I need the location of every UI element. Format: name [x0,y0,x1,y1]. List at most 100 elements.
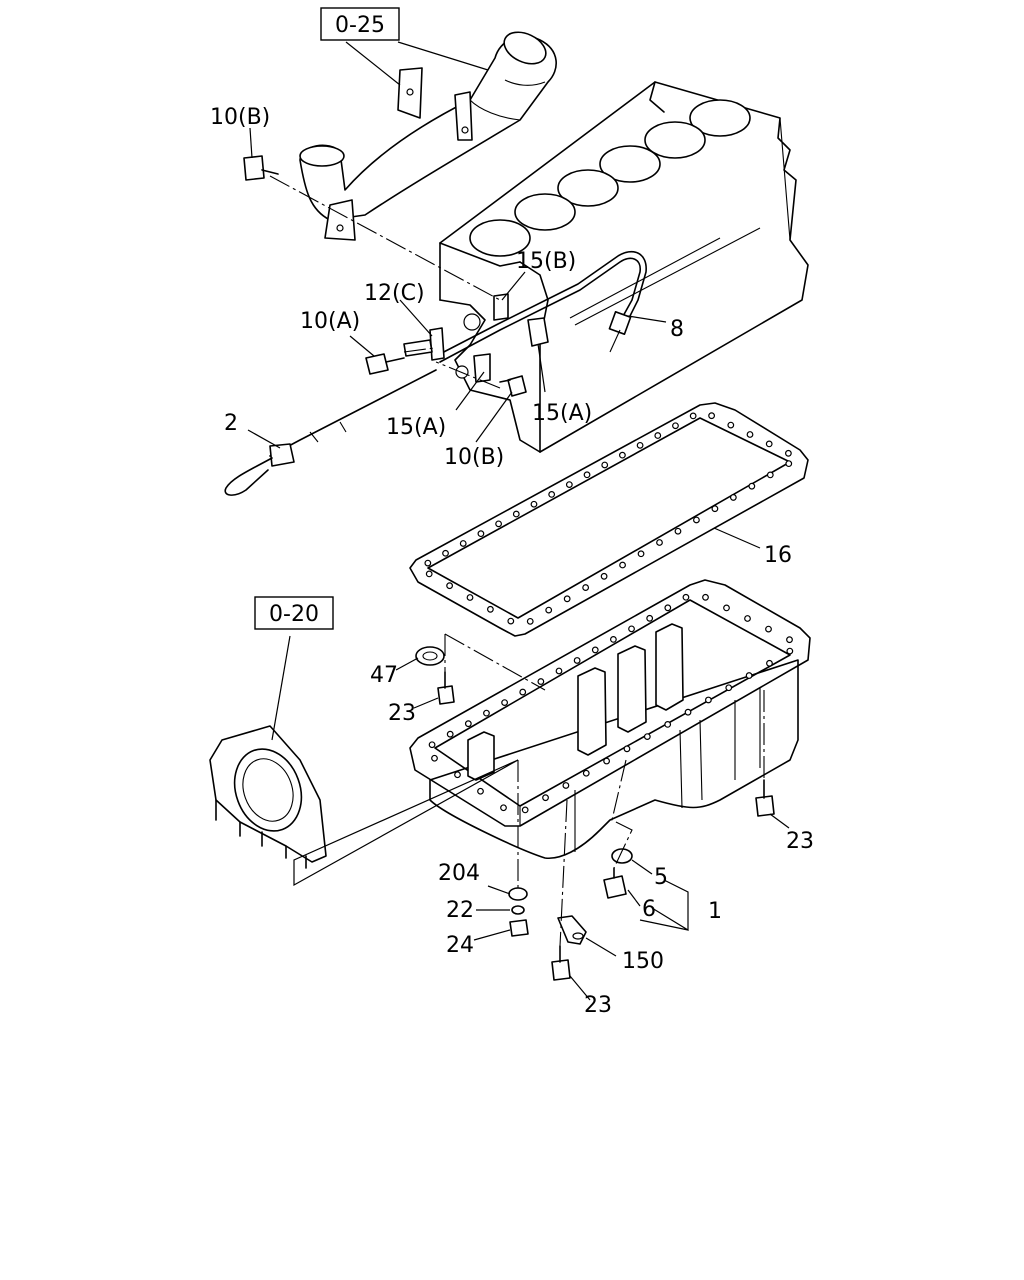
bolt-hole [674,527,682,535]
bolt-hole [501,699,509,706]
bolt-hole [530,500,538,508]
label-10a: 10(A) [300,309,360,334]
bolt-hole [563,595,571,603]
ref-0-25: 0-25 [335,13,385,38]
dipstick [224,369,437,496]
bolt-hole [682,593,690,601]
bolt-hole [545,606,553,614]
bolt-hole [487,605,494,613]
tube-clips [403,293,549,383]
bolt-hole [591,646,599,654]
label-23-right: 23 [786,829,814,854]
bolt-hole [725,684,733,692]
label-204: 204 [438,861,480,886]
bolt-hole [619,561,626,569]
bolt-hole [744,615,751,622]
leader-lines [247,41,790,1001]
bolt-hole [565,481,573,488]
bolt-hole [766,471,774,479]
bolt-hole [442,549,449,557]
bolt-hole [704,696,712,704]
bolt-hole [646,614,654,622]
bolt-hole [727,421,735,429]
bolt-hole [512,510,520,518]
bolt-hole [500,804,507,812]
label-15b: 15(B) [516,249,576,274]
label-23-left: 23 [388,701,416,726]
bolt-hole [582,584,590,591]
bolt-hole [459,540,467,547]
bolt-hole [583,471,591,479]
bolt-hole [689,412,697,420]
bolt-hole [521,806,529,814]
bolt-hole [600,572,608,580]
bolt-hole [483,709,490,717]
bolt-hole [786,647,794,655]
bolt-hole [723,604,730,612]
bolt-hole [542,794,549,802]
bolt-hole [785,460,793,468]
dipstick-tube [435,251,647,363]
bolt-hole [477,530,485,538]
bolt-hole [628,625,635,633]
bolt-hole [537,678,545,685]
bolt-hole [582,769,590,777]
bolt-hole [428,741,436,749]
bolt-hole [748,482,756,490]
bolt-hole [555,667,563,675]
bolt-hole [466,594,474,601]
bolt-hole [446,730,454,738]
bolt-hole [656,539,663,546]
bolt-hole [495,520,502,528]
label-15a-right: 15(A) [532,401,592,426]
label-23-bottom: 23 [584,993,612,1018]
oil-pan-gasket [409,402,809,637]
bolts-10 [243,155,527,397]
label-6: 6 [642,897,656,922]
oil-pan [409,579,811,860]
bolt-hole [573,657,581,664]
bolt-hole [684,708,692,716]
engine-block [439,81,809,453]
ref-0-20: 0-20 [269,602,319,627]
label-2: 2 [224,411,238,436]
small-parts [415,646,775,981]
bolt-hole [765,625,772,633]
bolt-hole [708,412,715,420]
bolt-hole [548,491,556,498]
bolt-hole [424,559,432,567]
label-24: 24 [446,933,474,958]
label-15a-left: 15(A) [386,415,446,440]
bolt-hole [454,771,461,779]
label-22: 22 [446,898,474,923]
bolt-hole [562,782,570,789]
label-47: 47 [370,663,398,688]
bolt-hole [601,461,609,469]
bolt-hole [519,688,527,696]
label-5: 5 [654,865,668,890]
bolt-hole [664,720,672,728]
bolt-hole [672,422,679,430]
bolt-hole [785,449,792,457]
label-8: 8 [670,317,684,342]
bolt-hole [786,636,793,644]
bolt-hole [637,550,645,558]
label-10b-bottom: 10(B) [444,445,504,470]
bolt-hole [623,745,631,753]
ref-box-0-20 [254,596,334,630]
bolt-hole [729,494,737,501]
bolt-hole [766,659,773,667]
bolt-hole [431,754,438,762]
bolt-hole [654,432,662,439]
bolt-hole [636,441,644,449]
oil-filler-pipe [299,31,557,241]
label-12c: 12(C) [364,281,425,306]
bolt-hole [643,733,651,741]
bolt-hole [610,636,617,643]
bolt-hole [425,570,433,578]
bolt-hole [702,593,709,601]
bolt-hole [711,505,719,513]
bolt-hole [446,582,454,590]
bolt-hole [664,604,672,612]
